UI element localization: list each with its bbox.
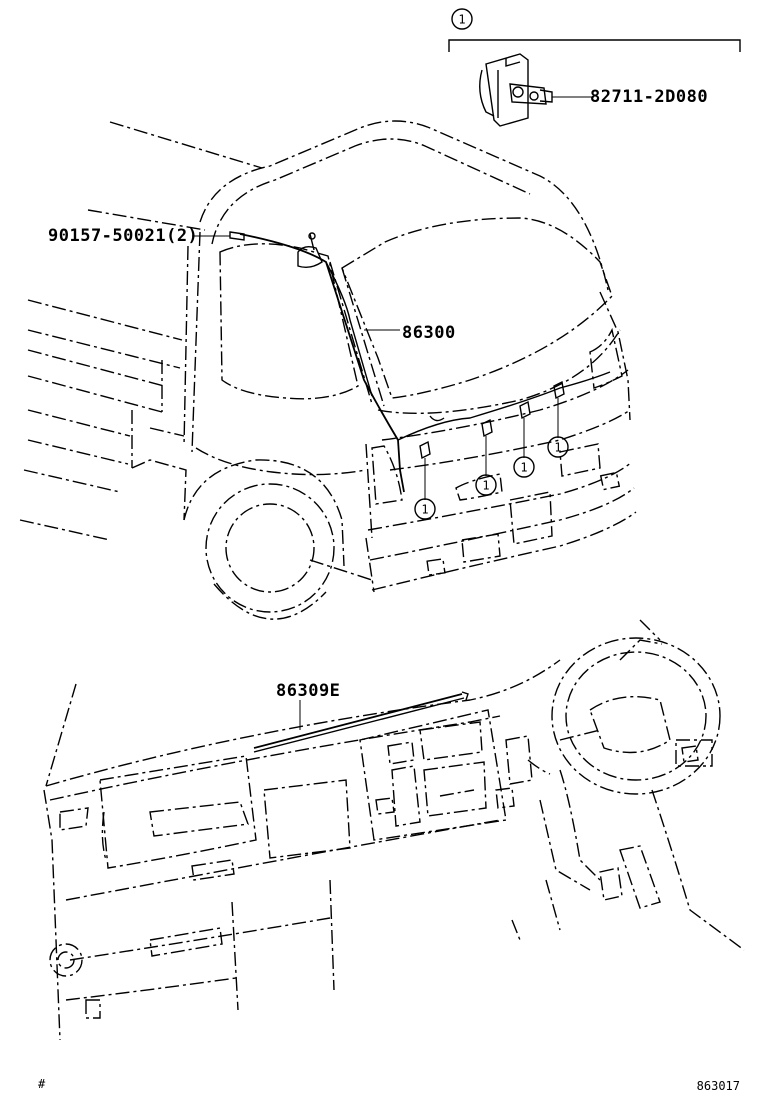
callout-number: 1 — [482, 479, 489, 493]
antenna-element-part-number: 86309E — [276, 681, 340, 701]
clamp-drawing — [479, 53, 553, 127]
callout-circle — [547, 436, 569, 458]
antenna-assembly-drawing — [229, 231, 611, 493]
truck-drawing — [19, 120, 637, 620]
dashboard-drawing — [43, 619, 745, 1041]
callout-circle — [475, 474, 497, 496]
figure-code: 863017 — [697, 1079, 740, 1093]
callout-number: 1 — [421, 503, 428, 517]
corner-mark: # — [38, 1077, 46, 1091]
clamp-part-number: 82711-2D080 — [590, 87, 708, 107]
callout-circle — [414, 498, 436, 520]
antenna-element-drawing — [253, 691, 469, 753]
inset-callout-number: 1 — [458, 13, 465, 27]
inset-callout-1: 1 82711-2D080 — [448, 8, 741, 127]
clamp-callouts: 1 1 1 1 — [414, 398, 569, 520]
callout-number: 1 — [520, 461, 527, 475]
callout-circle — [513, 456, 535, 478]
inset-bracket — [448, 39, 741, 52]
antenna-assembly-part-number: 86300 — [402, 323, 456, 343]
inset-callout-circle — [451, 8, 473, 30]
screw-part-number: 90157-50021(2) — [48, 226, 198, 246]
callout-number: 1 — [554, 441, 561, 455]
